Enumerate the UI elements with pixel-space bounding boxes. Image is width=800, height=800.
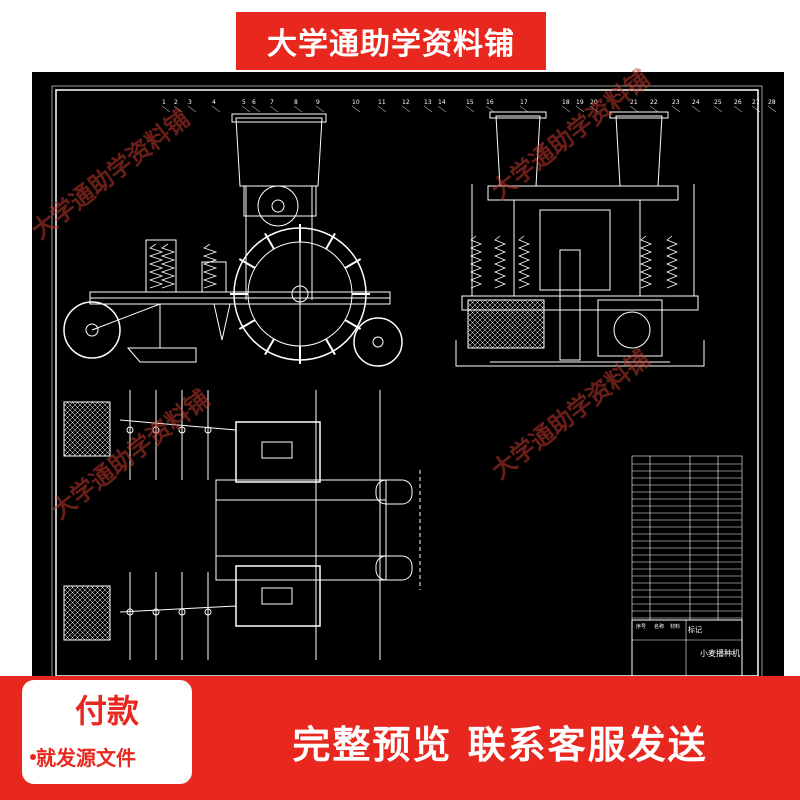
hopper-plan-top (235, 421, 321, 483)
spring-icon (493, 235, 507, 289)
drawing-title: 小麦播种机 (700, 648, 740, 658)
rear-wheel (353, 317, 403, 367)
part-number-label: 2 (174, 99, 178, 106)
part-number-label: 1 (162, 99, 166, 106)
spring-icon (665, 235, 679, 289)
spring-icon (160, 243, 176, 289)
front-wheel (63, 301, 121, 359)
spring-icon (148, 243, 164, 289)
part-number-label: 8 (294, 99, 298, 106)
part-number-label: 28 (768, 99, 776, 106)
seed-hopper (235, 117, 323, 187)
plan-view (63, 390, 421, 660)
parts-list (631, 455, 743, 677)
part-number-label: 22 (650, 99, 658, 106)
fertilizer-box (467, 299, 545, 349)
pay-title: 付款 (74, 692, 139, 730)
part-number-label: 24 (692, 99, 700, 106)
header-material: 材料 (670, 623, 680, 630)
part-number-label: 15 (466, 99, 474, 106)
part-number-label: 9 (316, 99, 320, 106)
part-number-label: 13 (424, 99, 432, 106)
header-number: 序号 (636, 623, 646, 630)
part-number-label: 14 (438, 99, 446, 106)
part-number-label: 21 (630, 99, 638, 106)
part-number-label: 5 (242, 99, 246, 106)
seed-box-top (63, 401, 111, 457)
seed-box-bottom (63, 585, 111, 641)
top-banner: 大学通助学资料铺 (236, 12, 546, 70)
spring-icon (469, 235, 483, 289)
hopper-plan-bottom (235, 565, 321, 627)
side-view (63, 113, 403, 367)
part-number-label: 20 (590, 99, 598, 106)
part-number-label: 27 (752, 99, 760, 106)
spring-icon (517, 235, 531, 289)
hopper-lid (231, 113, 327, 123)
part-number-label: 19 (576, 99, 584, 106)
part-number-label: 4 (212, 99, 216, 106)
front-view (455, 111, 705, 367)
part-number-label: 11 (378, 99, 386, 106)
pay-subtitle: 就发源文件 (36, 746, 136, 770)
spring-icon (202, 243, 218, 289)
part-number-label: 17 (520, 99, 528, 106)
bullet-icon (30, 754, 36, 760)
part-number-label: 25 (714, 99, 722, 106)
spring-icon (639, 235, 653, 289)
title-block-heading: 标记 (688, 625, 702, 634)
pay-card[interactable]: 付款 就发源文件 (22, 680, 192, 784)
part-number-label: 23 (672, 99, 680, 106)
furrow-opener (126, 347, 197, 363)
part-number-label: 10 (352, 99, 360, 106)
part-number-label: 12 (402, 99, 410, 106)
header-name: 名称 (654, 623, 664, 630)
part-number-label: 3 (188, 99, 192, 106)
leader-lines (161, 105, 777, 113)
part-number-label: 18 (562, 99, 570, 106)
part-number-label: 7 (270, 99, 274, 106)
footer-message: 完整预览 联系客服发送 (292, 723, 708, 767)
part-number-label: 26 (734, 99, 742, 106)
part-number-label: 6 (252, 99, 256, 106)
seed-meter (257, 185, 299, 227)
part-number-label: 16 (486, 99, 494, 106)
